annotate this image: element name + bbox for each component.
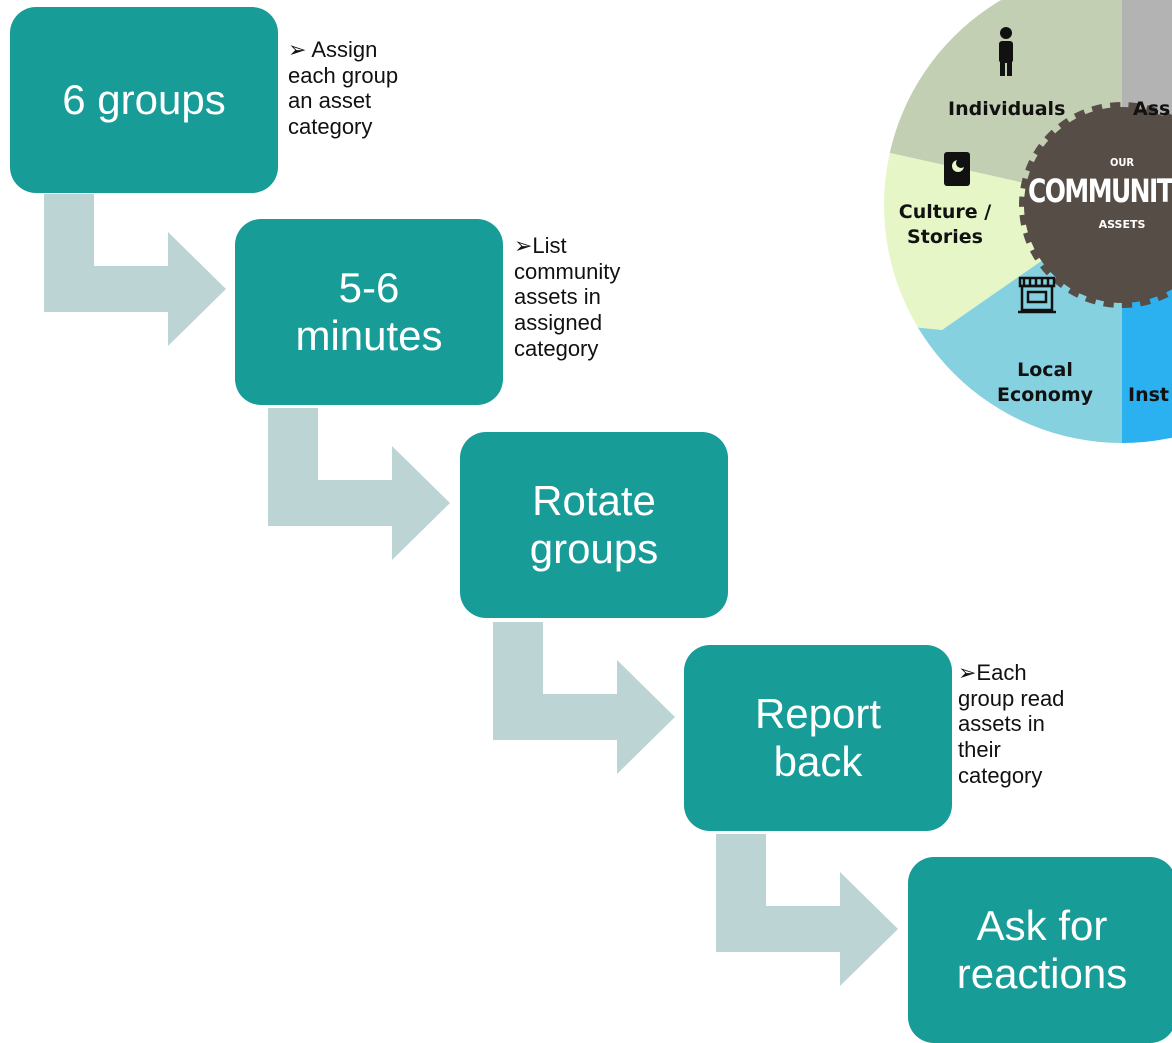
wheel-label-associations: Ass <box>1133 98 1171 120</box>
arrow-step2-to-step3 <box>268 408 450 560</box>
step-1-note: ➢ Assign each group an asset category <box>288 37 399 140</box>
step-5-label: Ask for reactions <box>956 901 1128 997</box>
step-2-label: 5-6 minutes <box>295 263 443 359</box>
arrow-step3-to-step4 <box>493 622 675 774</box>
wheel-label-local-economy: Local Economy <box>996 359 1094 406</box>
step-3-label: Rotate groups <box>529 476 659 572</box>
center-badge-our: OUR <box>1109 156 1135 169</box>
step-1-box: 6 groups <box>10 7 278 193</box>
step-3-box: Rotate groups <box>460 432 728 618</box>
step-2-note: ➢List community assets in assigned categ… <box>514 233 621 361</box>
center-badge-title: COMMUNITY <box>1028 172 1172 210</box>
step-4-box: Report back <box>684 645 952 831</box>
person-icon <box>999 27 1013 76</box>
arrow-step1-to-step2 <box>44 194 226 346</box>
step-4-label: Report back <box>754 689 882 785</box>
storefront-icon <box>1018 276 1056 314</box>
wheel-label-individuals: Individuals <box>948 98 1066 120</box>
arrow-step4-to-step5 <box>716 834 898 986</box>
center-badge-assets: ASSETS <box>1098 218 1146 231</box>
wheel-label-institutions: Inst <box>1128 384 1169 406</box>
step-4-note: ➢Each group read assets in their categor… <box>958 660 1065 788</box>
step-5-box: Ask for reactions <box>908 857 1172 1043</box>
book-icon <box>944 152 970 186</box>
wheel-label-culture-stories: Culture / Stories <box>898 201 992 248</box>
step-1-label: 6 groups <box>62 75 226 123</box>
step-2-box: 5-6 minutes <box>235 219 503 405</box>
